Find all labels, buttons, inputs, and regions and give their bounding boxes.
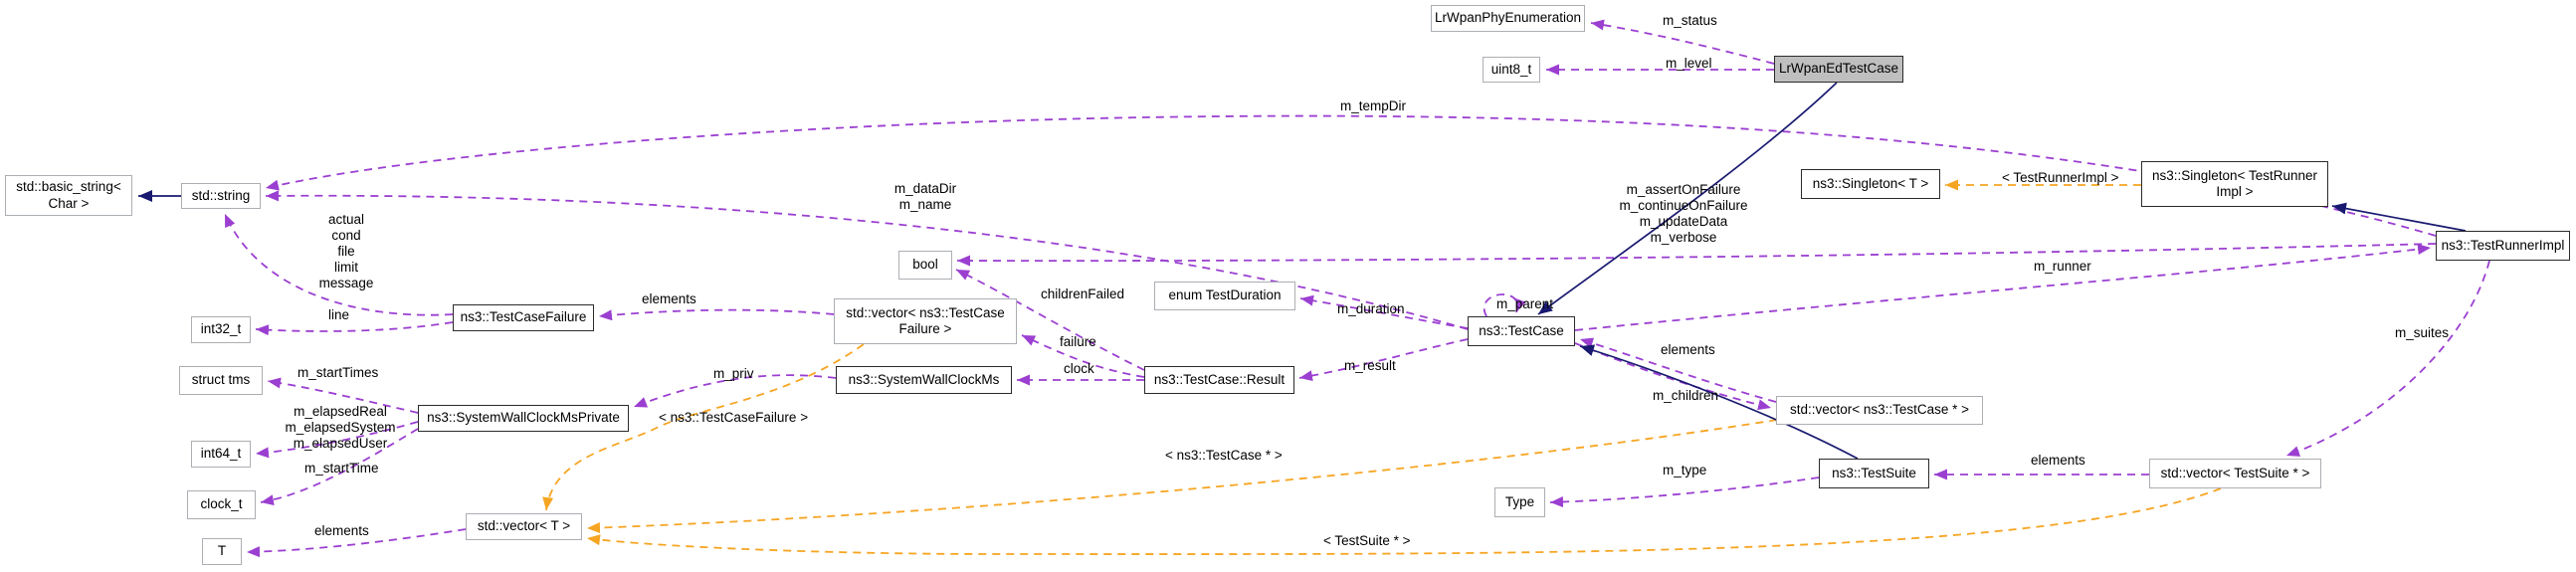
node-ns3-systemwallclockms[interactable]: ns3::SystemWallClockMs bbox=[836, 366, 1012, 394]
edge-m-result bbox=[1298, 338, 1469, 382]
edge-m-starttime bbox=[260, 428, 419, 506]
edge-label-m-starttimes: m_startTimes bbox=[297, 365, 379, 380]
edge-label-elements-testsuite: elements bbox=[2031, 453, 2085, 468]
node-ns3-testcase[interactable]: ns3::TestCase bbox=[1468, 316, 1575, 346]
node-clock-t[interactable]: clock_t bbox=[187, 490, 256, 519]
node-type[interactable]: Type bbox=[1494, 487, 1545, 517]
node-std-vector-t[interactable]: std::vector< T > bbox=[466, 513, 582, 540]
node-ns3-testcasefailure[interactable]: ns3::TestCaseFailure bbox=[453, 304, 594, 331]
node-ns3-testsuite[interactable]: ns3::TestSuite bbox=[1819, 459, 1929, 488]
edge-m-children bbox=[1574, 342, 1772, 411]
edge-m-parent-loop bbox=[1483, 293, 1526, 317]
node-int64-t[interactable]: int64_t bbox=[191, 441, 251, 468]
edge-elements-testcasefailure bbox=[598, 308, 835, 321]
edge-m-duration bbox=[1299, 294, 1469, 329]
edge-m-datadir-m-name bbox=[265, 190, 1469, 330]
edge-label-m-starttime: m_startTime bbox=[304, 461, 379, 476]
edge-m-tempdir bbox=[265, 114, 2437, 237]
edge-label-m-datadir-m-name: m_dataDir m_name bbox=[893, 181, 957, 212]
edge-template-testsuite-ptr bbox=[586, 487, 2222, 555]
edge-failure-strings bbox=[224, 213, 454, 316]
node-int32-t[interactable]: int32_t bbox=[191, 316, 251, 343]
inheritance-edges bbox=[138, 82, 2467, 460]
node-enum-testduration[interactable]: enum TestDuration bbox=[1154, 282, 1295, 310]
edge-label-line: line bbox=[328, 307, 350, 322]
edge-label-template-testcase-ptr: < ns3::TestCase * > bbox=[1165, 448, 1283, 463]
template-edges bbox=[542, 179, 2222, 555]
edge-testrunnerimpl-singleton bbox=[2331, 202, 2467, 232]
edge-elements-testcase bbox=[1579, 337, 1777, 403]
edge-m-priv bbox=[633, 374, 837, 408]
edge-label-runner-bools: m_assertOnFailure m_continueOnFailure m_… bbox=[1619, 182, 1748, 245]
node-ns3-testcase-result[interactable]: ns3::TestCase::Result bbox=[1144, 366, 1294, 394]
edge-label-m-parent: m_parent bbox=[1496, 296, 1554, 311]
edge-failure bbox=[1021, 334, 1145, 378]
edge-label-m-runner: m_runner bbox=[2034, 259, 2091, 274]
edge-label-m-children: m_children bbox=[1653, 388, 1719, 403]
edge-label-clock: clock bbox=[1064, 361, 1094, 376]
node-lrwpanphyenumeration[interactable]: LrWpanPhyEnumeration bbox=[1431, 5, 1585, 32]
edge-label-template-testsuite-ptr: < TestSuite * > bbox=[1323, 533, 1411, 548]
edge-label-childrenfailed: childrenFailed bbox=[1041, 286, 1125, 301]
edge-label-failure: failure bbox=[1060, 334, 1096, 349]
node-t[interactable]: T bbox=[202, 538, 242, 565]
edge-label-m-result: m_result bbox=[1344, 358, 1396, 373]
edge-label-template-testrunnerimpl: < TestRunnerImpl > bbox=[2002, 170, 2119, 185]
node-bool[interactable]: bool bbox=[898, 251, 952, 280]
node-uint8-t[interactable]: uint8_t bbox=[1483, 57, 1540, 83]
edge-label-elements-tcf: elements bbox=[642, 291, 696, 306]
node-std-vector-testcasefailure[interactable]: std::vector< ns3::TestCase Failure > bbox=[834, 298, 1017, 344]
edge-label-m-level: m_level bbox=[1666, 56, 1712, 71]
edge-label-m-status: m_status bbox=[1663, 13, 1717, 28]
edge-label-m-tempdir: m_tempDir bbox=[1340, 98, 1407, 113]
node-ns3-systemwallclockmsprivate[interactable]: ns3::SystemWallClockMsPrivate bbox=[418, 405, 629, 432]
edge-lrwpan-testcase bbox=[1537, 82, 1838, 315]
edge-label-m-type: m_type bbox=[1663, 463, 1707, 477]
edge-runner-bools bbox=[956, 243, 2437, 267]
edge-label-elements-t: elements bbox=[314, 523, 369, 538]
node-std-vector-testsuite-ptr[interactable]: std::vector< TestSuite * > bbox=[2149, 459, 2321, 488]
edge-line bbox=[255, 321, 454, 336]
node-ns3-testrunnerimpl[interactable]: ns3::TestRunnerImpl bbox=[2436, 231, 2570, 261]
edge-m-starttimes bbox=[267, 377, 419, 414]
edge-m-status bbox=[1590, 19, 1775, 65]
edge-template-testcase-ptr bbox=[586, 419, 1778, 534]
usage-edges bbox=[224, 19, 2490, 558]
node-std-string[interactable]: std::string bbox=[181, 183, 261, 209]
edge-childrenfailed bbox=[955, 269, 1145, 371]
node-std-vector-testcase-ptr[interactable]: std::vector< ns3::TestCase * > bbox=[1776, 396, 1983, 425]
edge-testsuite-testcase bbox=[1579, 344, 1859, 460]
edge-label-m-priv: m_priv bbox=[713, 366, 754, 381]
edge-m-elapsed bbox=[255, 421, 419, 459]
edge-template-testcasefailure bbox=[542, 343, 865, 511]
edge-label-m-elapsed: m_elapsedReal m_elapsedSystem m_elapsedU… bbox=[285, 404, 396, 451]
edge-label-m-duration: m_duration bbox=[1337, 301, 1405, 316]
node-std-basic-string[interactable]: std::basic_string< Char > bbox=[5, 175, 132, 216]
edge-m-type bbox=[1549, 477, 1820, 508]
node-struct-tms[interactable]: struct tms bbox=[179, 366, 263, 395]
edge-label-failure-fields: actual cond file limit message bbox=[318, 212, 374, 290]
edge-label-template-tcf: < ns3::TestCaseFailure > bbox=[659, 410, 809, 425]
edge-m-runner bbox=[1574, 244, 2432, 331]
node-ns3-singleton-t[interactable]: ns3::Singleton< T > bbox=[1801, 169, 1940, 199]
edge-m-suites bbox=[2285, 260, 2490, 457]
edge-label-m-suites: m_suites bbox=[2395, 325, 2450, 340]
node-lrwpanedtestcase: LrWpanEdTestCase bbox=[1774, 56, 1903, 83]
edge-label-elements-testcase: elements bbox=[1661, 342, 1715, 357]
node-ns3-singleton-testrunnerimpl[interactable]: ns3::Singleton< TestRunner Impl > bbox=[2141, 161, 2328, 207]
